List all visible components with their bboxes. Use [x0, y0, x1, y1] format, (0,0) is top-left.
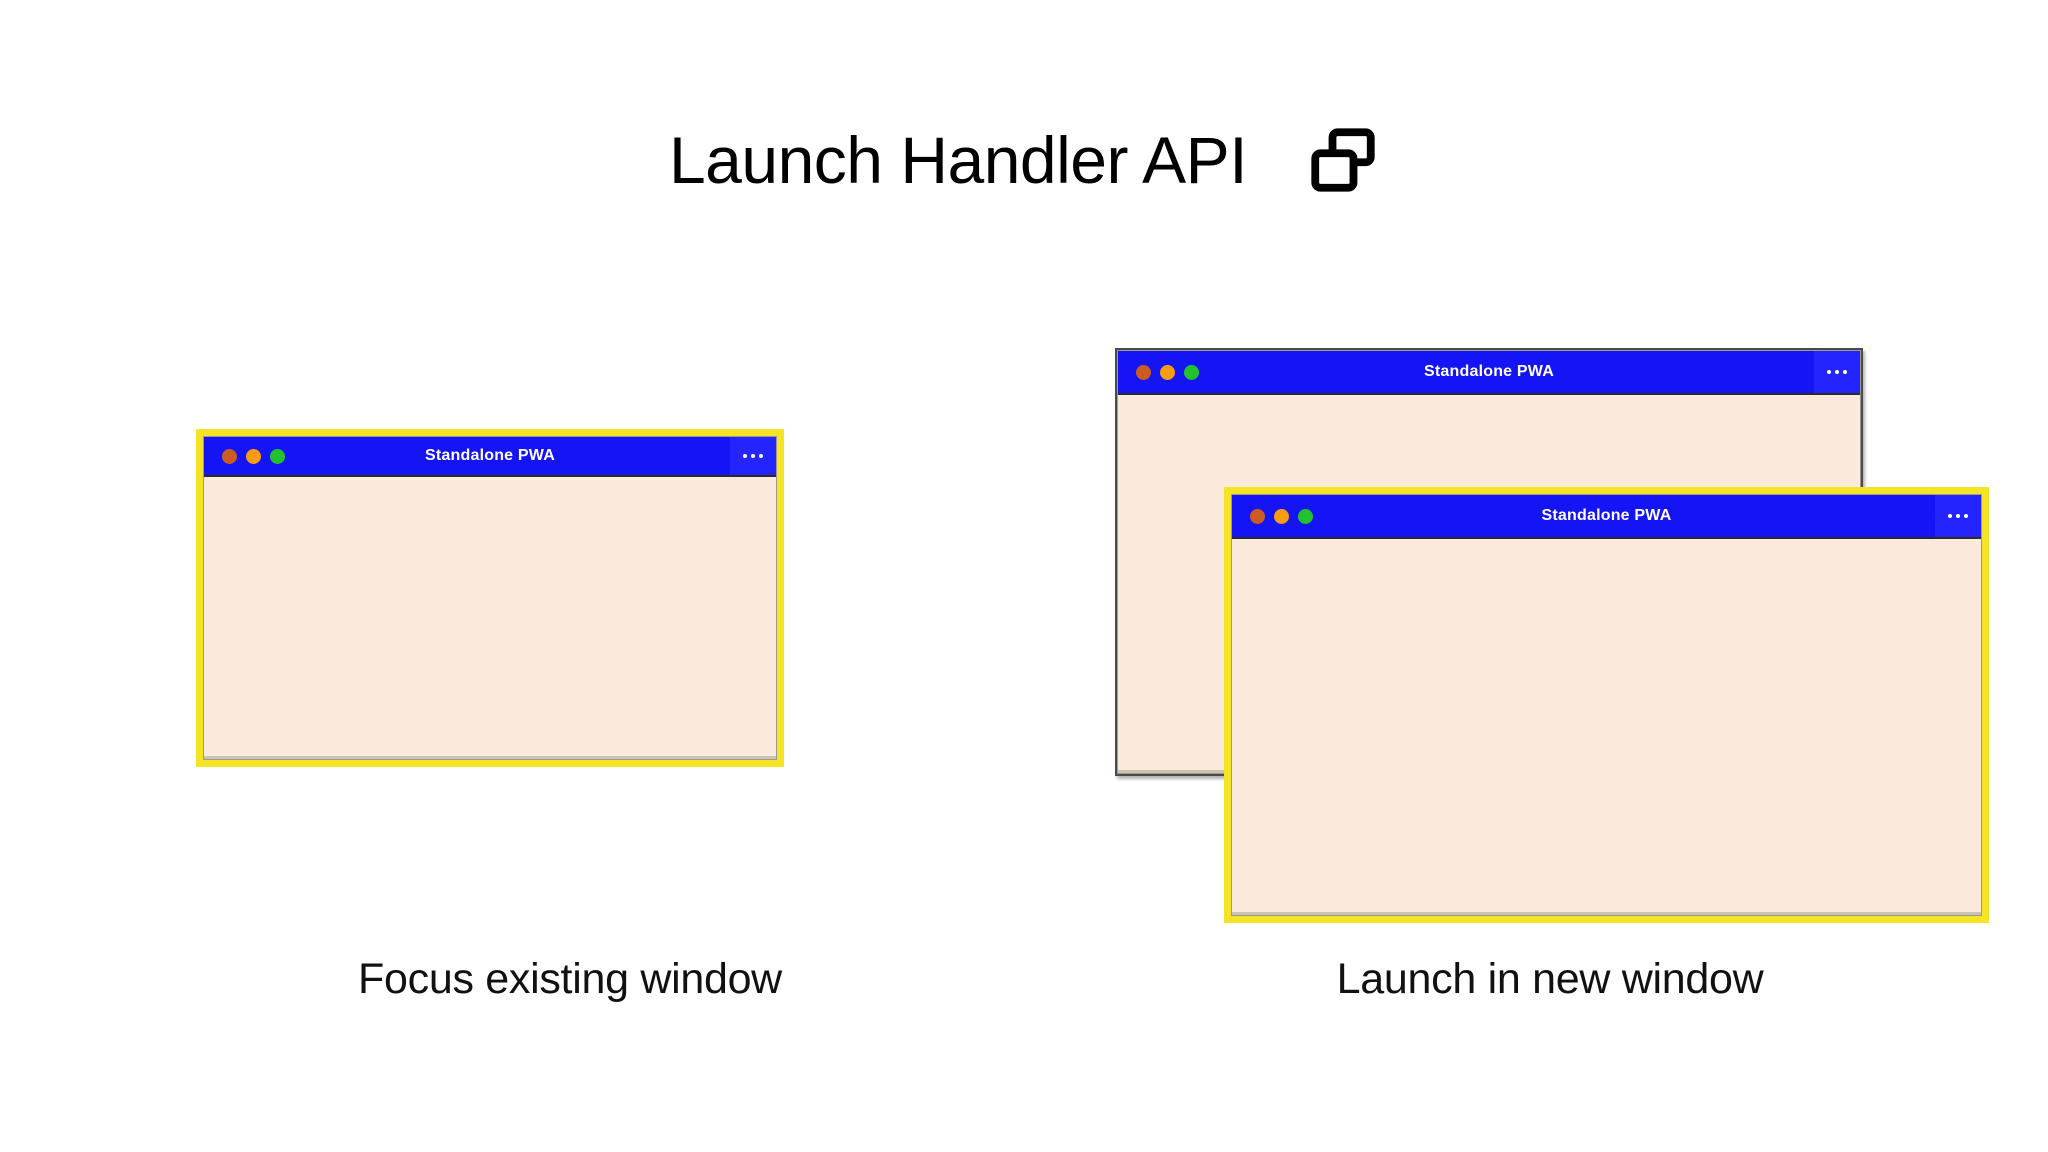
menu-dot-icon: [1843, 370, 1847, 374]
caption-launch-in-new-window: Launch in new window: [1336, 955, 1764, 1003]
page-header: Launch Handler API: [0, 124, 2048, 196]
traffic-light-group: [222, 448, 285, 464]
window-title-label: Standalone PWA: [1541, 507, 1672, 524]
minimize-window-dot-icon[interactable]: [1160, 364, 1175, 380]
menu-dot-icon: [1827, 370, 1831, 374]
traffic-light-group: [1250, 508, 1313, 524]
window-focused-window[interactable]: Standalone PWA: [197, 430, 783, 766]
close-window-dot-icon[interactable]: [1250, 508, 1265, 524]
maximize-window-dot-icon[interactable]: [1298, 508, 1313, 524]
minimize-window-dot-icon[interactable]: [246, 448, 261, 464]
window-menu-button[interactable]: [1814, 351, 1860, 393]
menu-dot-icon: [743, 454, 747, 458]
window-titlebar[interactable]: Standalone PWA: [204, 437, 776, 477]
page-title: Launch Handler API: [668, 123, 1248, 197]
window-inner-frame: Standalone PWA: [1231, 494, 1982, 916]
window-titlebar[interactable]: Standalone PWA: [1118, 351, 1860, 395]
window-new-window[interactable]: Standalone PWA: [1225, 488, 1988, 922]
window-inner-frame: Standalone PWA: [203, 436, 777, 760]
close-window-dot-icon[interactable]: [1136, 364, 1151, 380]
multi-window-icon: [1311, 128, 1375, 192]
maximize-window-dot-icon[interactable]: [270, 448, 285, 464]
window-content-area: [204, 477, 776, 759]
menu-dot-icon: [751, 454, 755, 458]
caption-focus-existing-window: Focus existing window: [358, 955, 782, 1003]
menu-dot-icon: [759, 454, 763, 458]
window-title-label: Standalone PWA: [1424, 363, 1554, 380]
menu-dot-icon: [1956, 514, 1960, 518]
traffic-light-group: [1136, 364, 1199, 380]
window-title-label: Standalone PWA: [425, 447, 555, 464]
window-titlebar[interactable]: Standalone PWA: [1232, 495, 1981, 539]
window-menu-button[interactable]: [1935, 495, 1981, 537]
window-content-area: [1232, 539, 1981, 915]
close-window-dot-icon[interactable]: [222, 448, 237, 464]
menu-dot-icon: [1835, 370, 1839, 374]
menu-dot-icon: [1948, 514, 1952, 518]
menu-dot-icon: [1964, 514, 1968, 518]
window-menu-button[interactable]: [730, 437, 776, 475]
maximize-window-dot-icon[interactable]: [1184, 364, 1199, 380]
minimize-window-dot-icon[interactable]: [1274, 508, 1289, 524]
